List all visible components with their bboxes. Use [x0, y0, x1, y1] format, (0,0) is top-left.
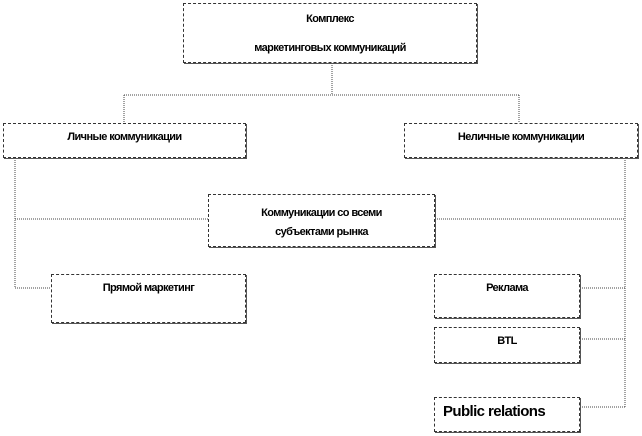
pr-label: Public relations: [443, 403, 546, 420]
all-subjects-line2: субъектами рынка: [275, 226, 368, 238]
advertising-label: Реклама: [486, 282, 528, 294]
root-node: Комплекс маркетинговых коммуникаций: [183, 3, 477, 63]
pr-node: Public relations: [434, 397, 580, 432]
all-subjects-node: Коммуникации со всеми субъектами рынка: [208, 194, 435, 247]
direct-marketing-node: Прямой маркетинг: [51, 274, 246, 323]
root-line1: Комплекс: [306, 13, 354, 25]
btl-node: BTL: [434, 327, 580, 363]
all-subjects-line1: Коммуникации со всеми: [261, 207, 382, 219]
nonpersonal-label: Неличные коммуникации: [457, 131, 585, 143]
root-line2: маркетинговых коммуникаций: [254, 42, 406, 54]
direct-marketing-label: Прямой маркетинг: [102, 282, 195, 294]
personal-label: Личные коммуникации: [67, 131, 182, 143]
btl-label: BTL: [497, 335, 517, 347]
personal-node: Личные коммуникации: [3, 123, 246, 158]
nonpersonal-node: Неличные коммуникации: [404, 123, 638, 158]
advertising-node: Реклама: [434, 274, 580, 318]
